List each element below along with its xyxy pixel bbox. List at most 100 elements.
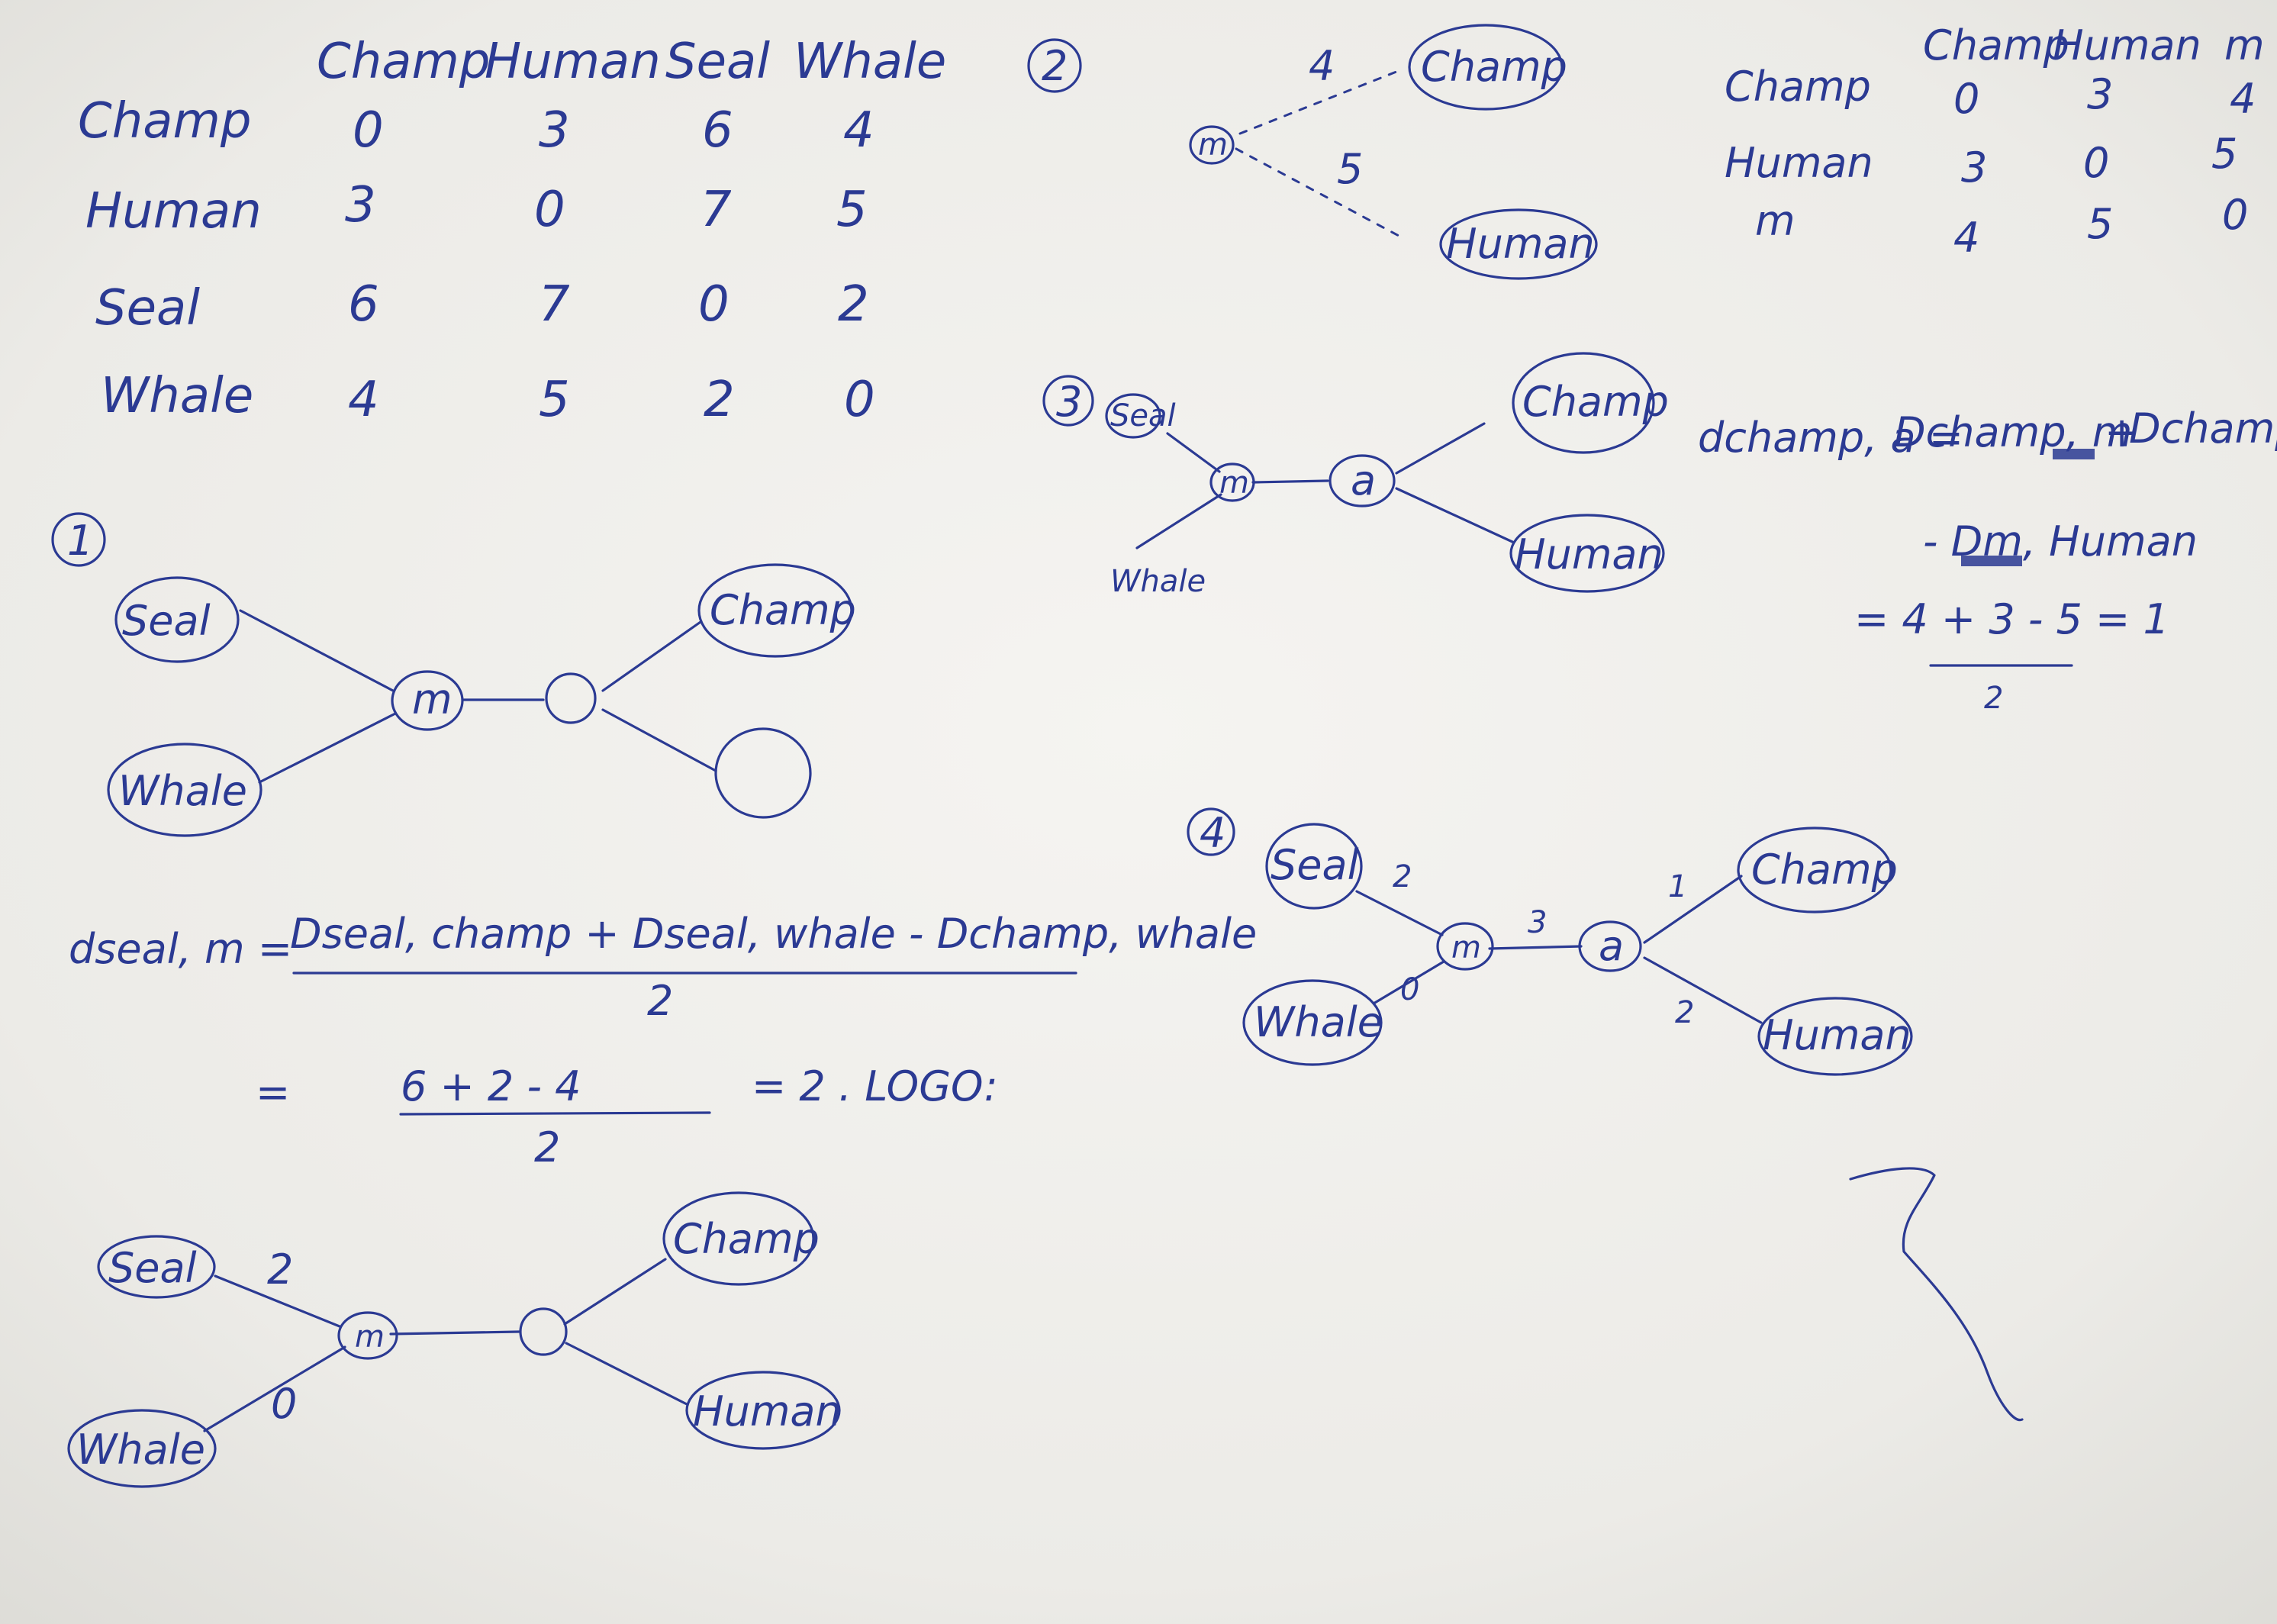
node-label: m xyxy=(355,1320,385,1355)
branch-length: 4 xyxy=(1309,42,1335,90)
matrix-cell: 0 xyxy=(2083,139,2109,187)
branch-human xyxy=(1643,956,1763,1024)
matrix-cell: 4 xyxy=(1953,214,1979,262)
branch-champ xyxy=(1643,875,1743,944)
branch-whale xyxy=(1135,493,1222,549)
branch-length: 5 xyxy=(1337,145,1363,193)
matrix-cell: 0 xyxy=(1953,75,1979,123)
node-seal xyxy=(97,1235,216,1299)
step-number-circle xyxy=(1042,375,1094,427)
branch-whale xyxy=(1372,960,1445,1005)
step-number: 4 xyxy=(1200,809,1225,857)
node-m xyxy=(337,1311,398,1360)
matrix-row-header: m xyxy=(1755,197,1796,245)
matrix-row-header: Champ xyxy=(78,93,251,150)
formula-term: Dchamp, m xyxy=(1894,408,2132,456)
branch-human xyxy=(565,1342,688,1406)
result-tail: = 2 . LOGO: xyxy=(752,1062,998,1110)
branch-empty-leaf xyxy=(601,708,717,772)
branch-champ-dashed xyxy=(1238,69,1402,135)
branch-whale xyxy=(203,1345,346,1432)
branch-seal xyxy=(239,609,395,692)
branch-length: 2 xyxy=(267,1245,293,1294)
matrix-col-header: m xyxy=(2224,21,2265,69)
branch-human xyxy=(1395,487,1514,543)
node-human xyxy=(1509,514,1665,593)
matrix-col-header: Champ xyxy=(1923,21,2069,69)
matrix-cell: 6 xyxy=(702,102,733,159)
matrix-cell: 3 xyxy=(539,102,570,159)
node-label: Champ xyxy=(673,1215,820,1263)
matrix-cell: 2 xyxy=(838,276,869,333)
step-number: 2 xyxy=(1042,42,1068,90)
node-label: Seal xyxy=(1271,841,1359,889)
branch-champ xyxy=(563,1258,667,1326)
node-label: a xyxy=(1351,456,1376,504)
node-human xyxy=(685,1371,841,1450)
matrix-row-header: Whale xyxy=(101,368,253,424)
matrix-cell: 4 xyxy=(348,372,379,428)
matrix-col-header: Champ xyxy=(317,34,490,90)
matrix-cell: 3 xyxy=(1961,143,1987,192)
node-champ xyxy=(1512,352,1655,454)
node-m xyxy=(1189,125,1235,165)
branch-whale xyxy=(258,712,397,784)
step-1: 1 Seal Whale m Champ dseal, m = Dseal, c… xyxy=(51,512,1257,1488)
node-human xyxy=(1757,997,1913,1076)
branch-champ xyxy=(601,620,702,692)
branch-length: 2 xyxy=(1675,995,1694,1030)
node-m xyxy=(1436,922,1494,971)
branch-seal xyxy=(1166,432,1221,473)
node-label: m xyxy=(1451,930,1481,965)
result-equals: = xyxy=(256,1068,290,1116)
step-number-circle xyxy=(1027,38,1082,93)
formula-result-denominator: 2 xyxy=(1984,681,2003,716)
formula-plus: + xyxy=(2105,408,2139,456)
branch-champ xyxy=(1395,422,1486,475)
formula-denominator: 2 xyxy=(647,977,673,1025)
node-champ xyxy=(1737,826,1892,914)
step-2: 2 m Champ Human 4 5 Champ Human m Champ … xyxy=(1027,21,2265,280)
node-seal xyxy=(114,576,240,663)
branch-m-internal xyxy=(389,1330,520,1336)
node-label: Champ xyxy=(1522,378,1669,426)
node-label: Seal xyxy=(1110,398,1176,433)
node-whale xyxy=(1242,979,1383,1066)
matrix-cell: 6 xyxy=(348,276,379,333)
step-number: 1 xyxy=(67,517,93,565)
node-seal xyxy=(1105,393,1161,439)
matrix-cell: 3 xyxy=(345,177,376,234)
node-label-whale: Whale xyxy=(1110,564,1206,599)
node-champ xyxy=(697,563,853,658)
formula-numerator: Dseal, champ + Dseal, whale - Dchamp, wh… xyxy=(290,910,1257,958)
matrix-cell: 0 xyxy=(2222,191,2248,239)
branch-human-dashed xyxy=(1235,147,1402,238)
formula-result: = 4 + 3 - 5 = 1 xyxy=(1854,595,2169,643)
branch-seal xyxy=(1355,890,1444,936)
node-m xyxy=(391,670,464,731)
formula-lhs: dchamp, a = xyxy=(1698,414,1963,462)
matrix-cell: 0 xyxy=(698,276,729,333)
matrix-cell: 5 xyxy=(539,372,570,428)
node-whale xyxy=(107,743,262,837)
node-m xyxy=(1209,462,1255,502)
fraction-bar xyxy=(399,1111,711,1116)
node-label: Human xyxy=(1446,220,1595,268)
result-denominator: 2 xyxy=(534,1123,560,1171)
branch-length: 3 xyxy=(1528,905,1547,940)
node-human xyxy=(1439,208,1598,280)
node-label: Human xyxy=(1515,530,1663,578)
matrix-col-header: Whale xyxy=(794,34,946,90)
node-empty-leaf xyxy=(714,727,812,819)
formula-term: Dchamp, Human xyxy=(2129,404,2277,453)
result-numerator: 6 + 2 - 4 xyxy=(401,1062,581,1110)
node-label: Champ xyxy=(1421,43,1567,91)
matrix-col-header: Human xyxy=(2053,21,2201,69)
branch-length: 1 xyxy=(1668,869,1687,904)
node-champ xyxy=(1408,24,1564,111)
matrix-cell: 5 xyxy=(2211,130,2237,178)
step-number-circle xyxy=(1187,807,1235,856)
formula-lhs: dseal, m = xyxy=(69,925,292,973)
matrix-cell: 4 xyxy=(843,102,874,159)
matrix-row-header: Champ xyxy=(1725,63,1871,111)
